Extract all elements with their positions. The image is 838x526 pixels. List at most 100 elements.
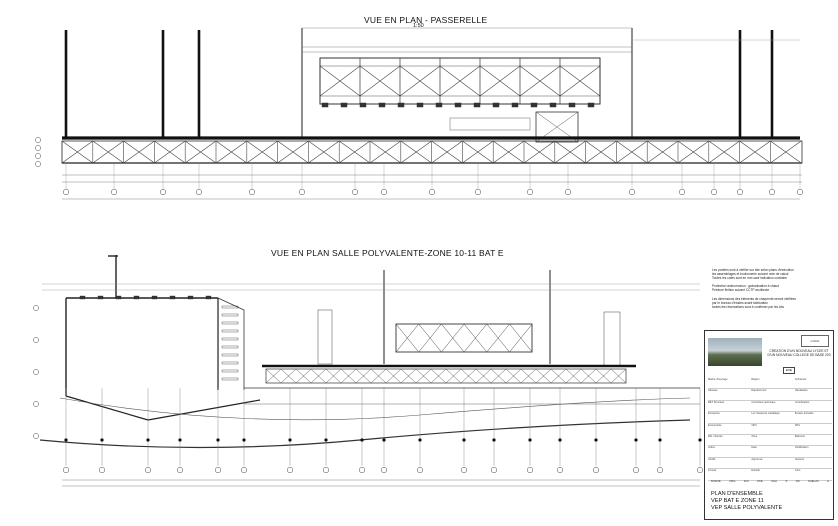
column-node <box>178 438 182 442</box>
walkway-truss <box>265 368 627 384</box>
stair-tread <box>221 305 239 309</box>
note-line: Protection anticorrosion : galvanisation… <box>712 284 779 289</box>
upper-truss-diagonal <box>519 65 561 97</box>
cell: Réf. chantier <box>708 434 723 438</box>
cell: Mandataire <box>794 389 808 393</box>
upper-truss-diagonal <box>359 65 401 97</box>
upper-truss-diagonal <box>509 323 533 353</box>
top-plan-scale: 1:50 <box>413 23 424 29</box>
cell: Zone <box>751 434 758 438</box>
project-line: CREATION D'UN NOUVEAU LYCEE ET <box>769 349 829 353</box>
walkway-diagonal <box>369 140 401 164</box>
cell: Bâtiment <box>794 434 805 438</box>
walkway-diagonal <box>400 140 432 164</box>
wall-outline <box>65 395 149 421</box>
cell: Adresse <box>708 389 718 393</box>
project-line: D'UN NOUVEAU COLLEGE DE BASE 200 <box>767 353 831 358</box>
walkway-diagonal <box>616 140 648 164</box>
upper-truss-diagonal <box>319 65 361 97</box>
grid-bubble <box>428 188 436 196</box>
walkway-diagonal <box>310 368 327 384</box>
walkway-diagonal <box>585 140 617 164</box>
cell: Modification <box>794 446 809 450</box>
grid-bubble <box>62 466 70 474</box>
grid-bubble <box>322 466 330 474</box>
grid-bubble <box>768 188 776 196</box>
column-node <box>242 438 246 442</box>
walkway-diagonal <box>400 368 417 384</box>
column-node <box>418 438 422 442</box>
walkway-diagonal <box>739 140 771 164</box>
block <box>603 311 621 367</box>
walkway-diagonal <box>554 140 586 164</box>
walkway-diagonal <box>92 140 124 164</box>
stair-tread <box>221 377 239 381</box>
cell: Indice <box>708 446 715 450</box>
grid-bubble <box>632 466 640 474</box>
upper-truss-diagonal <box>399 65 441 97</box>
grid-bubble <box>358 466 366 474</box>
grid-bubble <box>240 466 248 474</box>
upper-truss-diagonal <box>463 323 487 353</box>
grid-bubble <box>33 401 39 407</box>
title-block: LOGO CREATION D'UN NOUVEAU LYCEE ET D'UN… <box>704 330 834 520</box>
upper-truss-diagonal <box>395 323 419 353</box>
walkway-diagonal <box>770 140 802 164</box>
cell: Économiste <box>708 423 722 427</box>
cell: Maître d'ouvrage <box>708 378 728 381</box>
stair-tread <box>221 313 239 317</box>
plan-title: PLAN D'ENSEMBLE VEP BAT E ZONE 11 VEP SA… <box>711 491 782 511</box>
company-logo: LOGO <box>801 335 829 347</box>
purlin-block <box>321 102 329 108</box>
walkway-diagonal <box>154 140 186 164</box>
note-line: toutes les réservations sont à confirmer… <box>712 304 784 309</box>
grid-bubble <box>33 433 39 439</box>
grid-bubble <box>35 145 41 151</box>
purlin-block <box>568 102 576 108</box>
purlin-block <box>492 102 500 108</box>
cell: Contrôleur technique <box>751 400 776 404</box>
walkway-diagonal <box>490 368 507 384</box>
upper-truss-diagonal <box>559 65 601 97</box>
walkway-diagonal <box>295 368 312 384</box>
ref-code: A <box>827 479 829 483</box>
walkway-diagonal <box>430 368 447 384</box>
grid-bubble <box>144 466 152 474</box>
upper-truss-diagonal <box>418 323 442 353</box>
walkway-diagonal <box>677 140 709 164</box>
walkway-diagonal <box>215 140 247 164</box>
cell: Échelle <box>751 469 760 473</box>
wall-outline <box>217 297 245 311</box>
column-node <box>288 438 292 442</box>
column-node <box>216 438 220 442</box>
stair-tread <box>221 353 239 357</box>
grid-bubble <box>526 188 534 196</box>
grid-bubble <box>33 337 39 343</box>
walkway-diagonal <box>610 368 627 384</box>
cell: OPC <box>751 423 757 427</box>
purlin-block <box>79 295 86 300</box>
stair-tread <box>221 345 239 349</box>
walkway-diagonal <box>520 368 537 384</box>
cell: Coordination <box>794 400 810 404</box>
walkway-truss <box>61 140 803 164</box>
cell: Lot charpente métallique <box>751 412 780 416</box>
grid-bubble <box>592 466 600 474</box>
purlin-block <box>115 295 122 300</box>
ref-code: CRG <box>729 479 736 483</box>
walkway-diagonal <box>462 140 494 164</box>
column-node <box>146 438 150 442</box>
walkway-diagonal <box>535 368 552 384</box>
plan-title-line: PLAN D'ENSEMBLE <box>711 491 763 497</box>
bottom-contour <box>59 397 691 421</box>
walkway-diagonal <box>277 140 309 164</box>
phase-badge: EXE <box>783 367 795 374</box>
grid-bubble <box>33 369 39 375</box>
cell: Format <box>708 469 717 473</box>
walkway-diagonal <box>265 368 282 384</box>
purlin-block <box>133 295 140 300</box>
